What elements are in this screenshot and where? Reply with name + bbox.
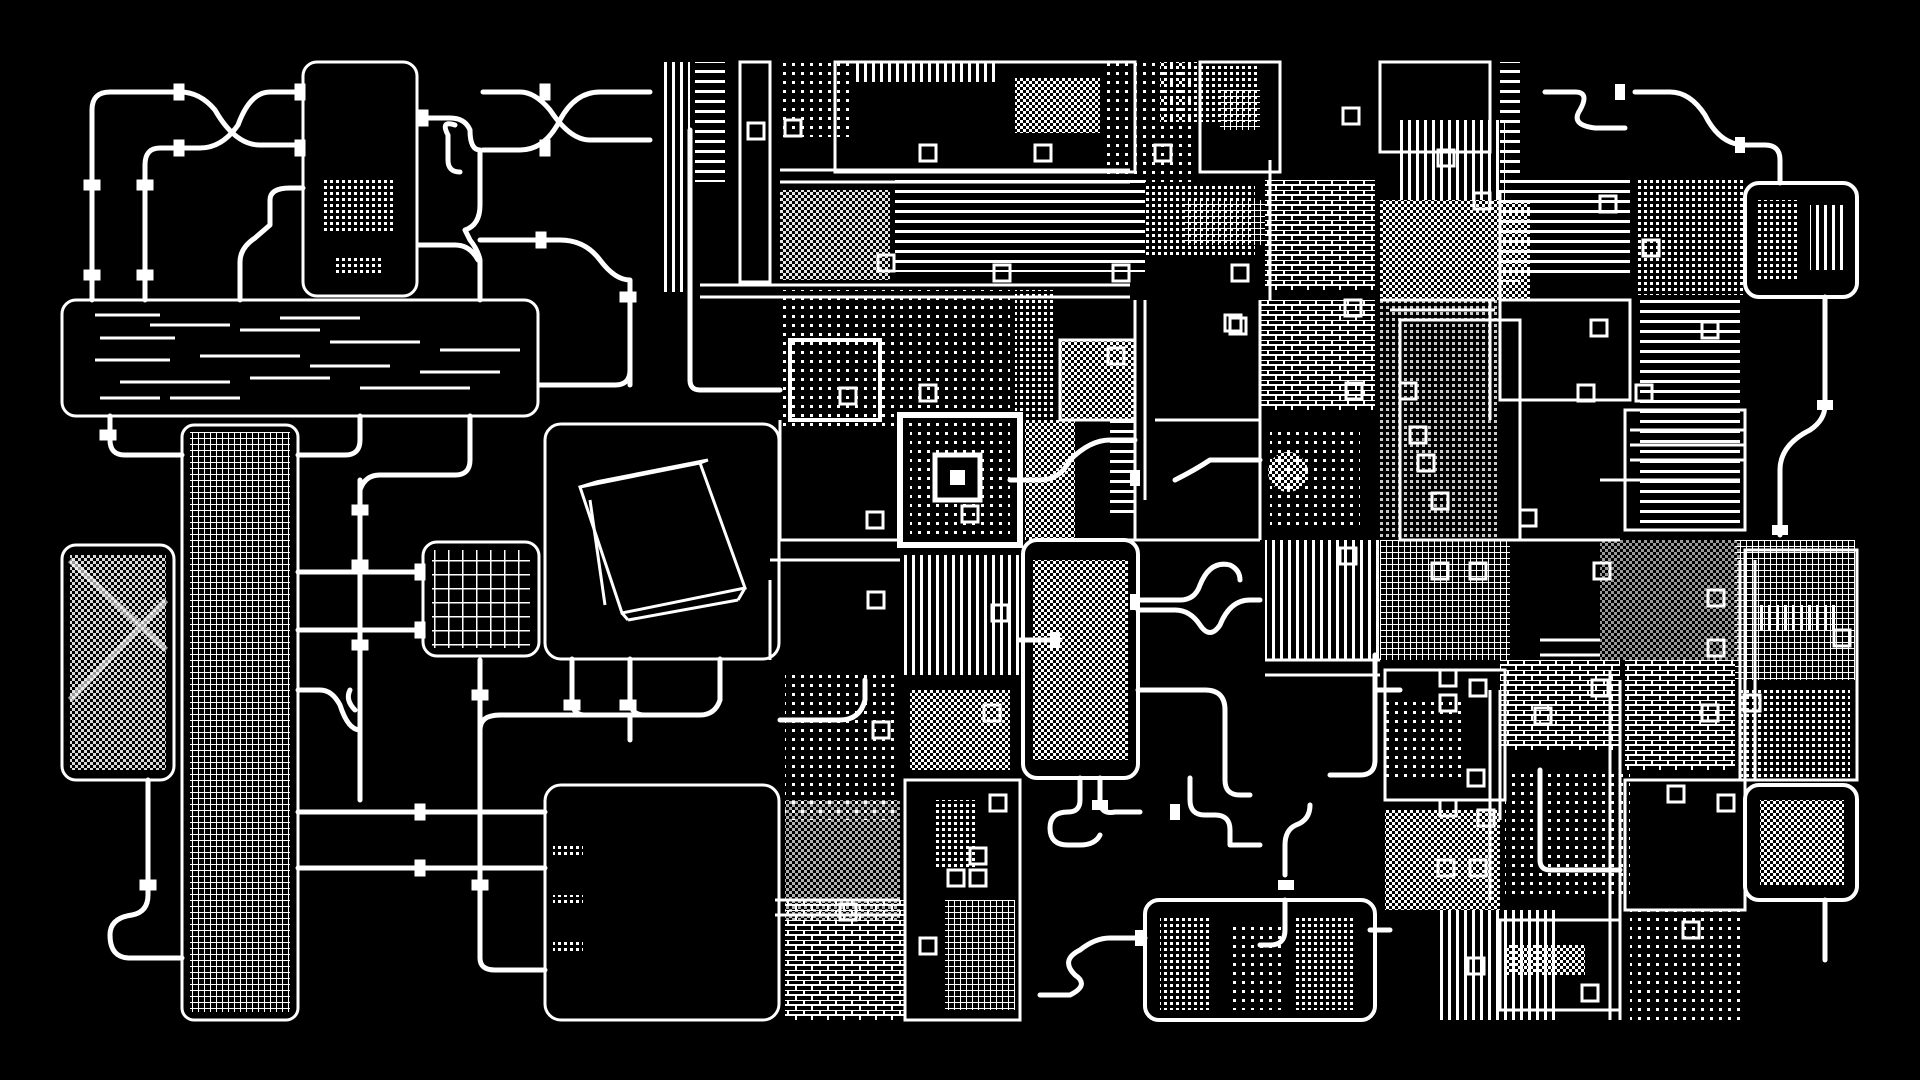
dither-capsule: [60, 543, 176, 782]
mesh-column: [180, 423, 300, 1022]
left-module-cluster: [60, 60, 783, 1022]
horizontal-tank: [60, 298, 540, 418]
center-pipes: [777, 89, 1828, 998]
pipe-joints: [83, 83, 637, 891]
tank-fluid-lines: [95, 313, 520, 400]
dense-circuit-core: [660, 60, 1859, 1022]
dense-traces: [700, 160, 1757, 1020]
cube-module: [543, 422, 781, 661]
cube-icon: [578, 458, 747, 622]
small-pads: [746, 106, 1852, 1003]
left-pipes: [89, 89, 783, 973]
waffle-chip: [421, 540, 541, 658]
top-capsule: [301, 60, 419, 298]
lower-module: [543, 783, 781, 1022]
